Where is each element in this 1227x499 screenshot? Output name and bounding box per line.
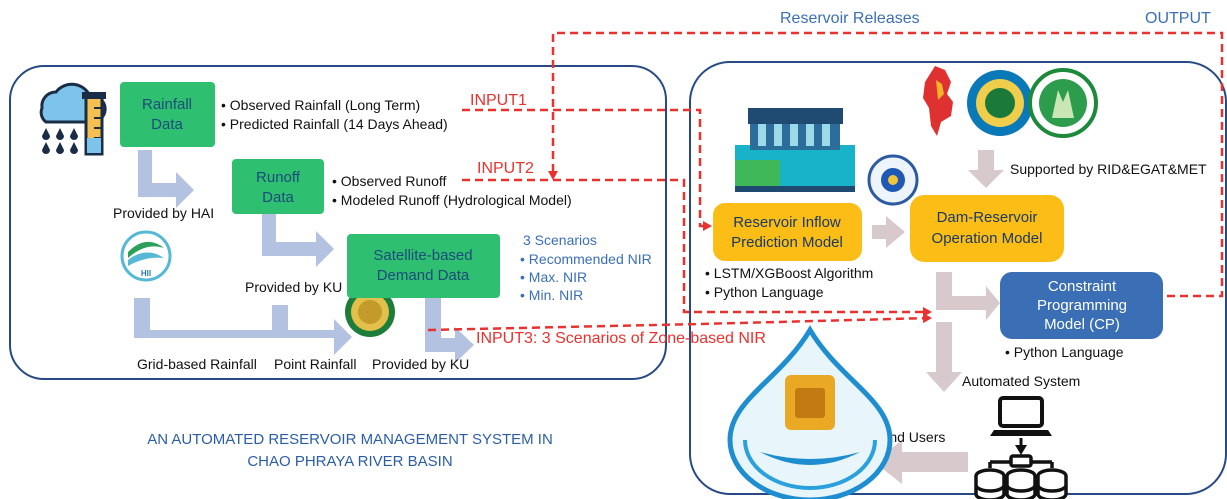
provided-by-ku-1: Provided by KU <box>245 279 342 295</box>
diagram-title-line2: CHAO PHRAYA RIVER BASIN <box>247 453 452 470</box>
inflow-model-box: Reservoir Inflow Prediction Model <box>713 203 862 261</box>
end-users-label: End Users <box>880 429 945 445</box>
reservoir-releases-label: Reservoir Releases <box>780 10 920 27</box>
input3-arrow <box>427 313 932 332</box>
computer-icon <box>990 396 1052 455</box>
output-label: OUTPUT <box>1145 10 1211 27</box>
inflow-model-line2: Prediction Model <box>731 234 843 251</box>
hii-logo: HII <box>120 230 172 282</box>
egat-logo <box>867 154 919 206</box>
cp-model-line3: Model (CP) <box>1044 316 1120 333</box>
cp-model-line2: Programming <box>1037 297 1127 314</box>
thailand-map-logo <box>923 66 953 136</box>
scenario-2: • Max. NIR <box>520 269 587 285</box>
cp-model-box: Constraint Programming Model (CP) <box>1000 272 1163 339</box>
provided-by-ku-2: Provided by KU <box>372 356 469 372</box>
inflow-note-2: • Python Language <box>705 284 824 300</box>
supported-by-label: Supported by RID&EGAT&MET <box>1010 161 1207 177</box>
dam-operation-line1: Dam-Reservoir <box>937 209 1038 226</box>
input-output-arrows <box>427 31 1224 332</box>
point-rainfall-arrow <box>272 305 352 355</box>
scenario-3: • Min. NIR <box>520 287 583 303</box>
rainfall-data-box: Rainfall Data <box>120 82 215 147</box>
rainfall-notes: • Observed Rainfall (Long Term) • Predic… <box>221 97 448 132</box>
input1-arrow <box>462 108 712 231</box>
dam-icon <box>735 108 855 192</box>
satellite-demand-box: Satellite-based Demand Data <box>347 234 500 298</box>
diagram-title-line1: AN AUTOMATED RESERVOIR MANAGEMENT SYSTEM… <box>147 431 553 448</box>
right-frame <box>689 61 1227 495</box>
inflow-model-line1: Reservoir Inflow <box>733 214 841 231</box>
dam-operation-line2: Operation Model <box>932 230 1043 247</box>
rain-gauge-icon <box>39 82 107 156</box>
database-icon <box>974 454 1068 499</box>
runoff-note-1: • Observed Runoff <box>332 173 446 189</box>
input2-label: INPUT2 <box>477 160 534 177</box>
point-rainfall-label: Point Rainfall <box>274 356 357 372</box>
rainfall-data-line1: Rainfall <box>142 96 192 113</box>
satellite-demand-line1: Satellite-based <box>373 247 472 264</box>
runoff-data-line1: Runoff <box>256 169 301 186</box>
grid-rainfall-arrow <box>134 298 272 338</box>
input1-label: INPUT1 <box>470 92 527 109</box>
cp-note-1: • Python Language <box>1005 344 1124 360</box>
met-dept-logo <box>1028 68 1098 138</box>
runoff-note-2: • Modeled Runoff (Hydrological Model) <box>332 192 572 208</box>
rainfall-note-2: • Predicted Rainfall (14 Days Ahead) <box>221 116 448 132</box>
scenario-1: • Recommended NIR <box>520 251 652 267</box>
output-arrow <box>548 31 1224 298</box>
rid-logo <box>967 70 1033 136</box>
inflow-note-1: • LSTM/XGBoost Algorithm <box>705 265 873 281</box>
rainfall-data-line2: Data <box>151 116 183 133</box>
inflow-notes: • LSTM/XGBoost Algorithm • Python Langua… <box>705 265 873 300</box>
cp-notes: • Python Language <box>1005 344 1124 360</box>
grid-based-rainfall-label: Grid-based Rainfall <box>137 356 257 372</box>
dam-operation-box: Dam-Reservoir Operation Model <box>910 195 1064 262</box>
rainfall-note-1: • Observed Rainfall (Long Term) <box>221 97 420 113</box>
provided-by-hai: Provided by HAI <box>113 205 214 221</box>
automated-system-label: Automated System <box>962 373 1080 389</box>
hii-logo-text: HII <box>141 269 151 278</box>
input3-label: INPUT3: 3 Scenarios of Zone-based NIR <box>476 330 766 347</box>
runoff-data-box: Runoff Data <box>232 159 324 214</box>
flow-arrows-right <box>872 150 1004 484</box>
input2-arrow <box>462 178 932 317</box>
satellite-demand-line2: Demand Data <box>377 267 470 284</box>
cp-model-line1: Constraint <box>1048 278 1117 295</box>
onwr-water-drop-logo <box>727 325 893 499</box>
scenario-notes: 3 Scenarios • Recommended NIR • Max. NIR… <box>520 232 652 303</box>
scenarios-title: 3 Scenarios <box>523 232 597 248</box>
runoff-notes: • Observed Runoff • Modeled Runoff (Hydr… <box>332 173 572 208</box>
left-frame <box>9 65 667 380</box>
runoff-data-line2: Data <box>262 189 294 206</box>
ku-seal-logo <box>345 287 395 337</box>
flow-arrows-left <box>134 150 474 363</box>
